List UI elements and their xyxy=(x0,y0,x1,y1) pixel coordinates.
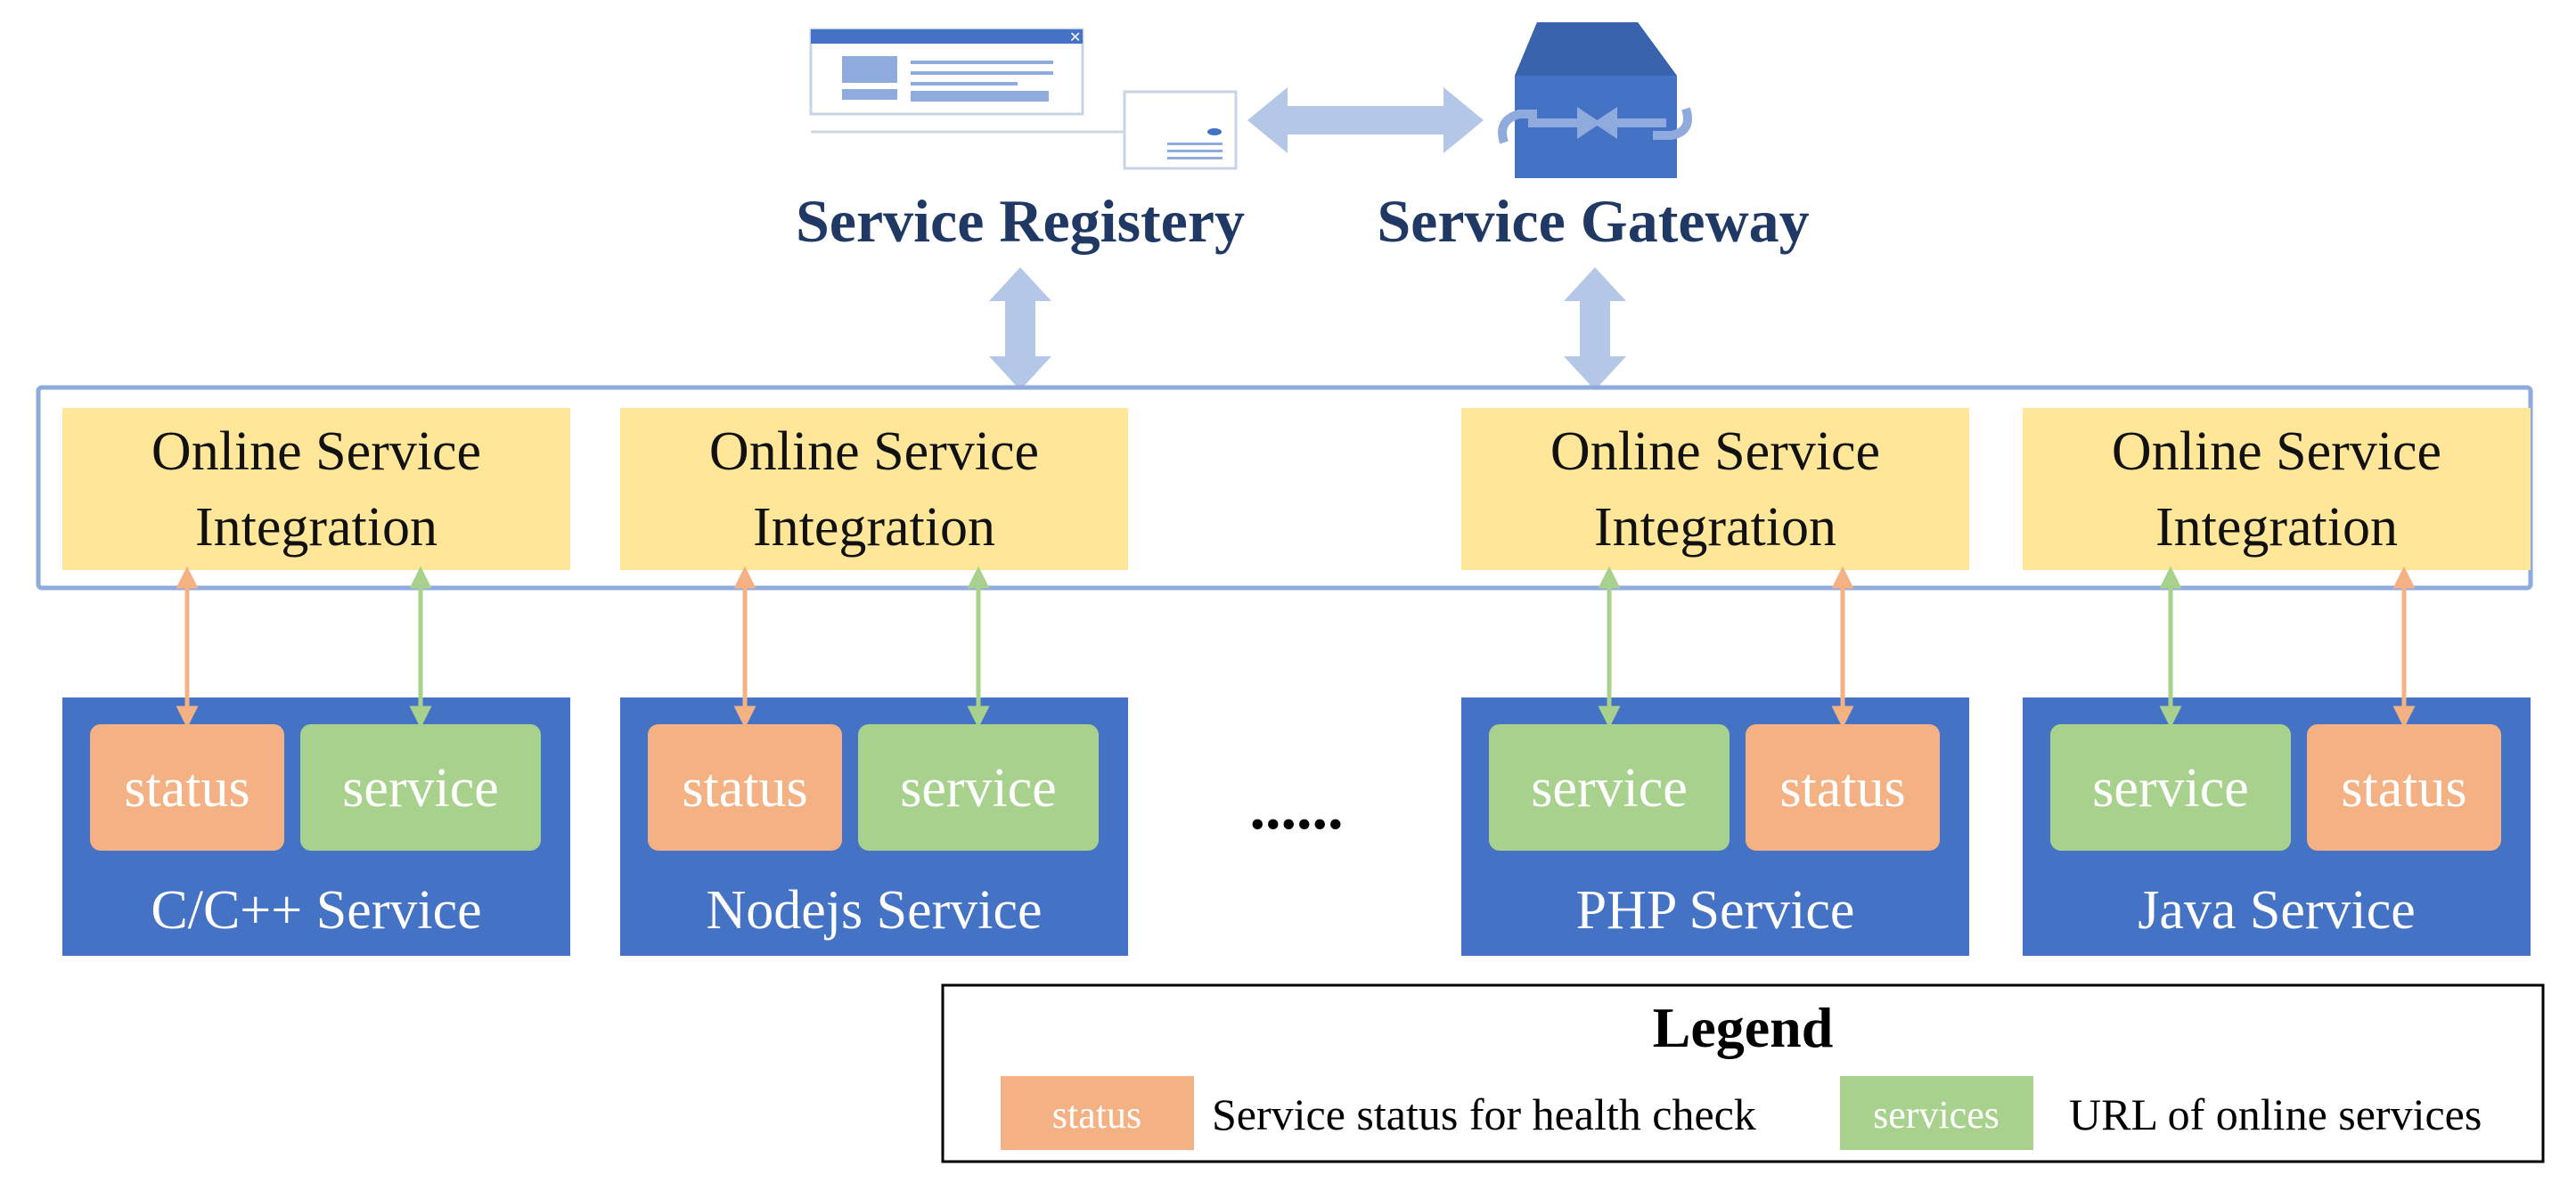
status-chip-label: status xyxy=(682,758,807,819)
integration-label-line1: Online Service xyxy=(1550,421,1880,482)
integration-label-line1: Online Service xyxy=(709,421,1039,482)
legend: Legend status Service status for health … xyxy=(941,983,2545,1163)
integration-label-line2: Integration xyxy=(2155,497,2398,558)
status-chip-label: status xyxy=(2341,758,2466,819)
integration-label-line2: Integration xyxy=(195,497,438,558)
integration-label-line2: Integration xyxy=(753,497,995,558)
integration-box xyxy=(2023,408,2531,570)
service-chip xyxy=(300,724,541,851)
status-chip-label: status xyxy=(1779,758,1905,819)
service-chip-label: service xyxy=(2092,758,2249,819)
service-chip-label: service xyxy=(1531,758,1688,819)
registry-gateway-arrow xyxy=(1247,87,1484,153)
integration-label-line1: Online Service xyxy=(151,421,481,482)
integration-label-line2: Integration xyxy=(1594,497,1836,558)
service-chip xyxy=(1489,724,1730,851)
registry-bar-arrow xyxy=(989,267,1051,390)
service-name: Nodejs Service xyxy=(706,880,1042,941)
legend-status-desc: Service status for health check xyxy=(1212,1089,1756,1139)
legend-services-swatch xyxy=(1840,1076,2033,1150)
status-chip-label: status xyxy=(124,758,249,819)
status-chip xyxy=(648,724,842,851)
legend-services-desc: URL of online services xyxy=(2069,1089,2482,1139)
legend-title: Legend xyxy=(1653,996,1834,1059)
legend-services-chip: services xyxy=(1873,1093,1999,1137)
legend-status-chip: status xyxy=(1052,1093,1141,1137)
integration-box xyxy=(620,408,1128,570)
service-name: Java Service xyxy=(2138,880,2416,941)
legend-status-swatch xyxy=(1001,1076,1194,1150)
svg-text:✕: ✕ xyxy=(1069,29,1081,45)
service-chip xyxy=(2050,724,2291,851)
integration-label-line1: Online Service xyxy=(2112,421,2441,482)
gateway-label: Service Gateway xyxy=(1377,187,1809,255)
service-chip xyxy=(858,724,1099,851)
registry-icon: ✕ xyxy=(809,28,1238,170)
service-name: C/C++ Service xyxy=(151,880,481,941)
ellipsis: ...... xyxy=(1250,774,1344,843)
legend-box xyxy=(941,983,2545,1163)
registry-label: Service Registery xyxy=(796,187,1245,255)
integration-box xyxy=(62,408,570,570)
service-chip-label: service xyxy=(900,758,1057,819)
status-chip xyxy=(2307,724,2501,851)
service-chip-label: service xyxy=(342,758,499,819)
gateway-icon xyxy=(1498,22,1692,178)
status-chip xyxy=(1746,724,1940,851)
service-name: PHP Service xyxy=(1576,880,1855,941)
gateway-bar-arrow xyxy=(1564,267,1626,390)
status-chip xyxy=(90,724,284,851)
integration-box xyxy=(1461,408,1969,570)
